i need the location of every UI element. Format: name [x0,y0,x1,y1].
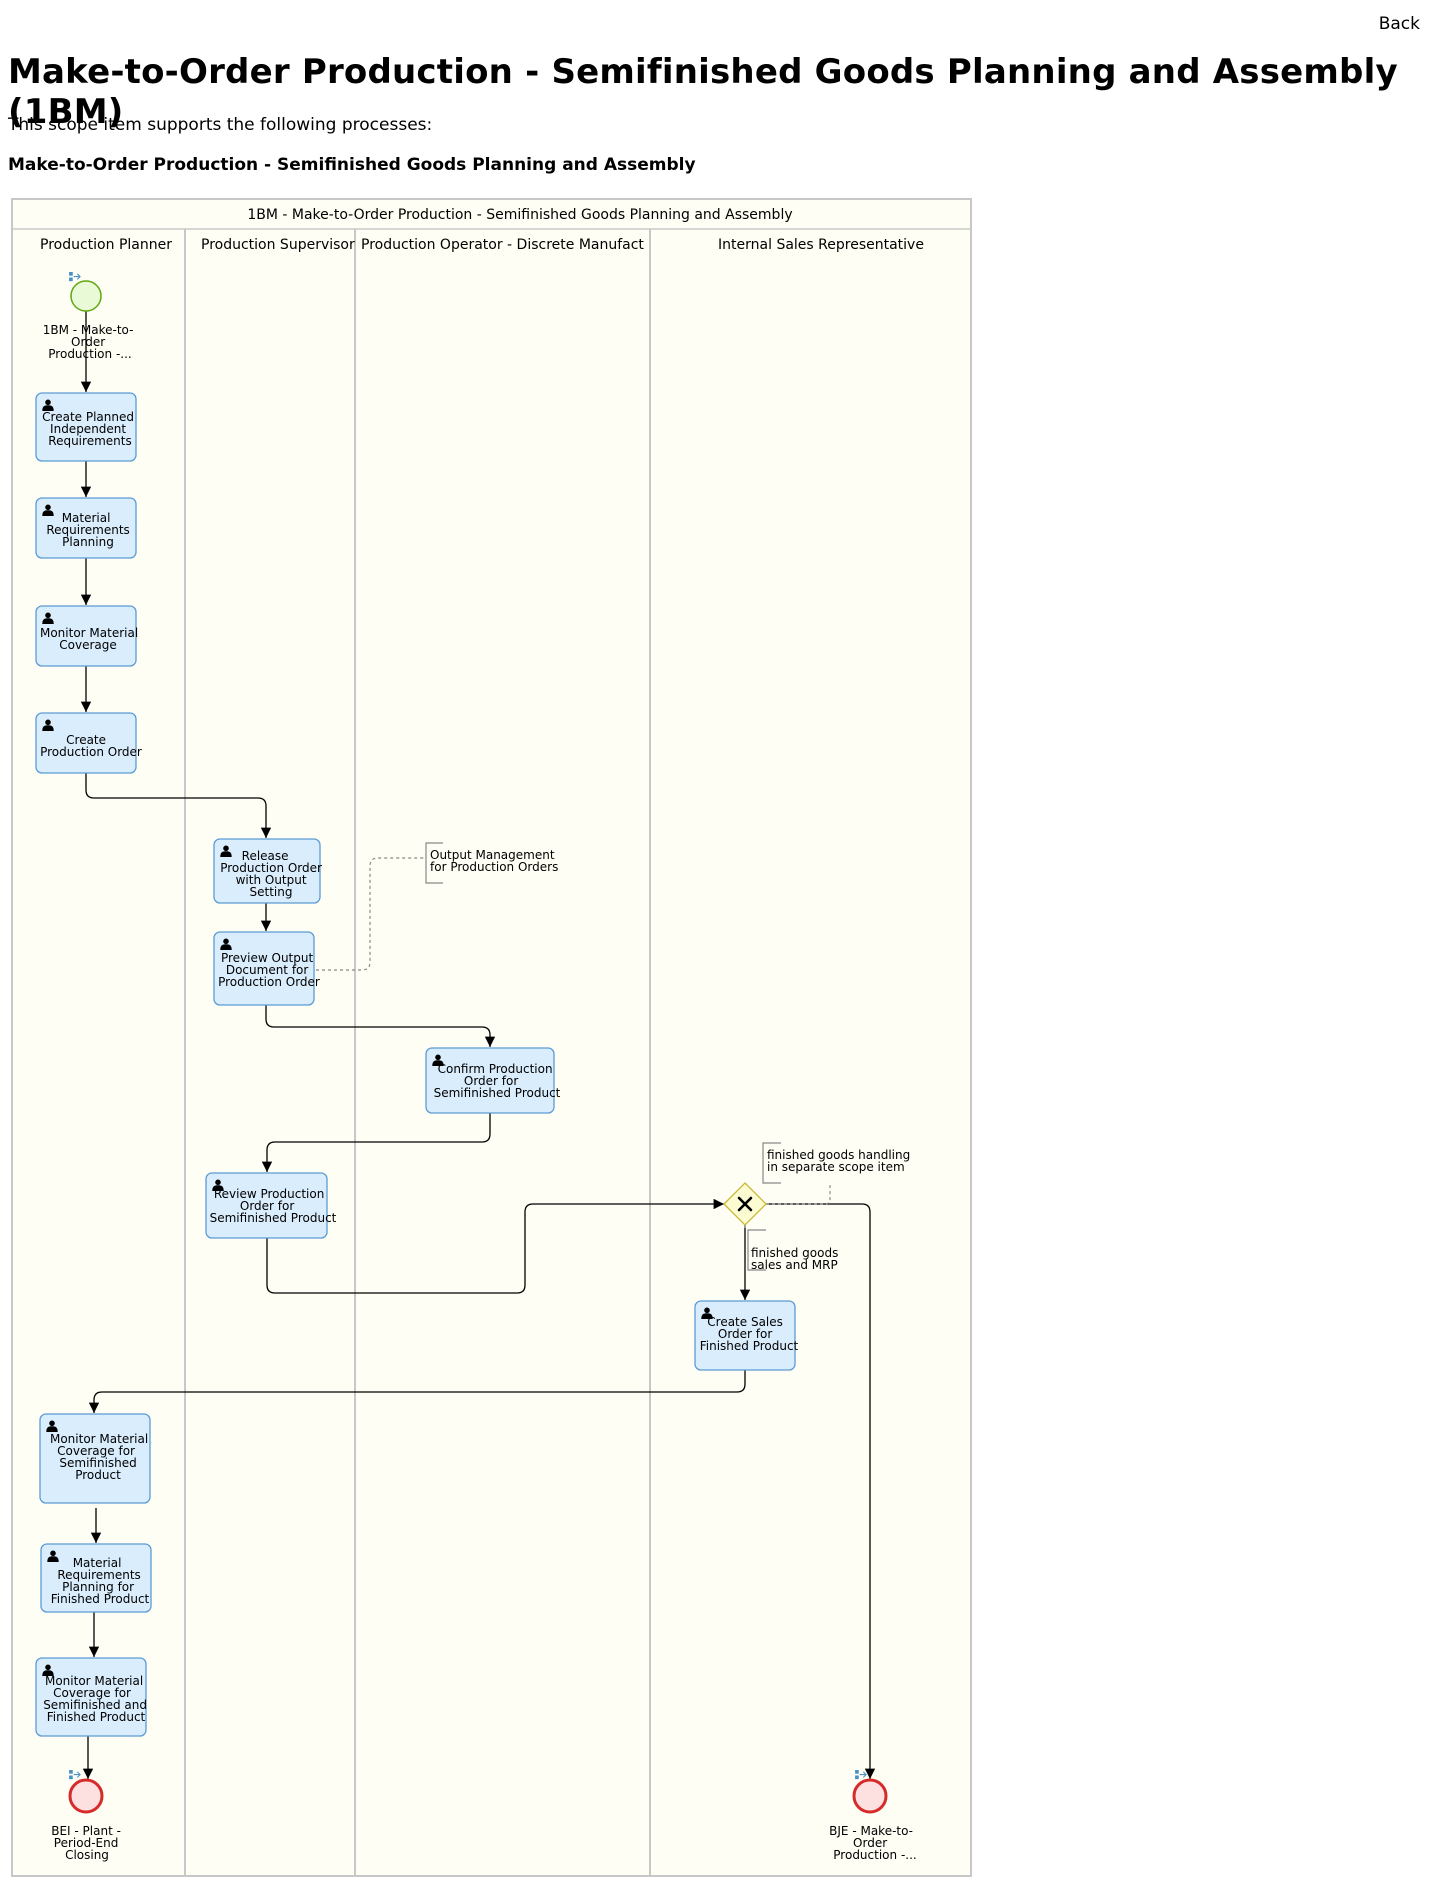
start-event-circle[interactable] [70,280,102,312]
sequence-flow [261,1113,491,1172]
lane-label-production-planner: Production Planner [40,237,172,253]
end-event-label: BEI - Plant - Period-End Closing [51,1824,125,1862]
task-label: Monitor Material Coverage for Semifinish… [50,1432,152,1482]
association-separate-scope [766,1183,831,1205]
svg-text:finished goods sales and: finished goods sales and MRP [751,1246,842,1272]
task-create-planned-independent-requirements[interactable]: Create Planned Independent Requirements [35,392,138,462]
sequence-flow [85,773,272,838]
task-label: Material Requirements Planning [46,511,133,549]
pool: 1BM - Make-to-Order Production - Semifin… [11,198,972,1877]
sequence-flow [88,1370,746,1413]
svg-text:finished goods handling: finished goods handling in separate scop… [767,1148,914,1174]
gateway-x-icon [737,1196,753,1212]
annotation-sales-mrp: finished goods sales and MRP [747,1229,842,1272]
task-label: Release Production Order with Output Set… [220,849,326,899]
process-heading: Make-to-Order Production - Semifinished … [8,155,696,175]
exclusive-gateway[interactable] [723,1182,767,1226]
task-label: Monitor Material Coverage for Semifinish… [43,1674,151,1724]
task-label: Create Planned Independent Requirements [42,410,138,448]
page-title: Make-to-Order Production - Semifinished … [8,52,1398,132]
task-label: Review Production Order for Semifinished… [210,1187,337,1225]
association-output-mgmt [316,857,426,971]
task-mrp-finished-product[interactable]: Material Requirements Planning for Finis… [40,1543,152,1613]
task-monitor-material-coverage-semifinished[interactable]: Monitor Material Coverage for Semifinish… [39,1413,152,1504]
pool-frame [11,198,972,1877]
start-event[interactable]: 1BM - Make-to- Order Production -... [43,272,138,361]
end-event-bje[interactable]: BJE - Make-to- Order Production -... [829,1770,917,1862]
task-label: Preview Output Document for Production O… [218,951,320,989]
annotation-output-management: Output Management for Production Orders [425,842,558,884]
start-event-label: 1BM - Make-to- Order Production -... [43,323,138,361]
lane-label-internal-sales: Internal Sales Representative [718,237,924,253]
pool-title: 1BM - Make-to-Order Production - Semifin… [247,207,792,223]
lane-label-production-operator: Production Operator - Discrete Manufact [361,237,644,253]
annotation-separate-scope: finished goods handling in separate scop… [762,1142,914,1184]
end-event-circle[interactable] [852,1778,888,1814]
sequence-flows [80,311,876,1779]
process-diagram: 1BM - Make-to-Order Production - Semifin… [11,198,972,1877]
back-link[interactable]: Back [1378,14,1420,34]
svg-text:Output Management for Pr: Output Management for Production Orders [430,848,558,874]
end-event-label: BJE - Make-to- Order Production -... [829,1824,917,1862]
sequence-flow [766,1203,876,1779]
task-label: Material Requirements Planning for Finis… [51,1556,150,1606]
task-label: Create Production Order [40,733,142,759]
task-create-production-order[interactable]: Create Production Order [35,712,142,774]
task-label: Monitor Material Coverage [40,626,142,652]
sequence-flow [266,1198,724,1294]
task-review-production-order[interactable]: Review Production Order for Semifinished… [205,1172,337,1239]
sequence-flow [265,1005,496,1047]
lane-label-production-supervisor: Production Supervisor [201,237,355,253]
task-label: Create Sales Order for Finished Product [700,1315,799,1353]
task-monitor-material-coverage[interactable]: Monitor Material Coverage [35,605,142,667]
lanes: Production Planner Production Supervisor… [40,229,924,1876]
task-preview-output-document[interactable]: Preview Output Document for Production O… [213,931,320,1006]
task-label: Confirm Production Order for Semifinishe… [434,1062,561,1100]
task-release-production-order[interactable]: Release Production Order with Output Set… [213,838,326,904]
task-material-requirements-planning[interactable]: Material Requirements Planning [35,497,137,559]
task-monitor-material-coverage-both[interactable]: Monitor Material Coverage for Semifinish… [35,1657,151,1737]
task-create-sales-order[interactable]: Create Sales Order for Finished Product [694,1300,799,1371]
task-confirm-production-order[interactable]: Confirm Production Order for Semifinishe… [425,1047,561,1114]
end-event-bei[interactable]: BEI - Plant - Period-End Closing [51,1770,125,1862]
intro-text: This scope item supports the following p… [8,115,433,135]
end-event-circle[interactable] [68,1778,104,1814]
